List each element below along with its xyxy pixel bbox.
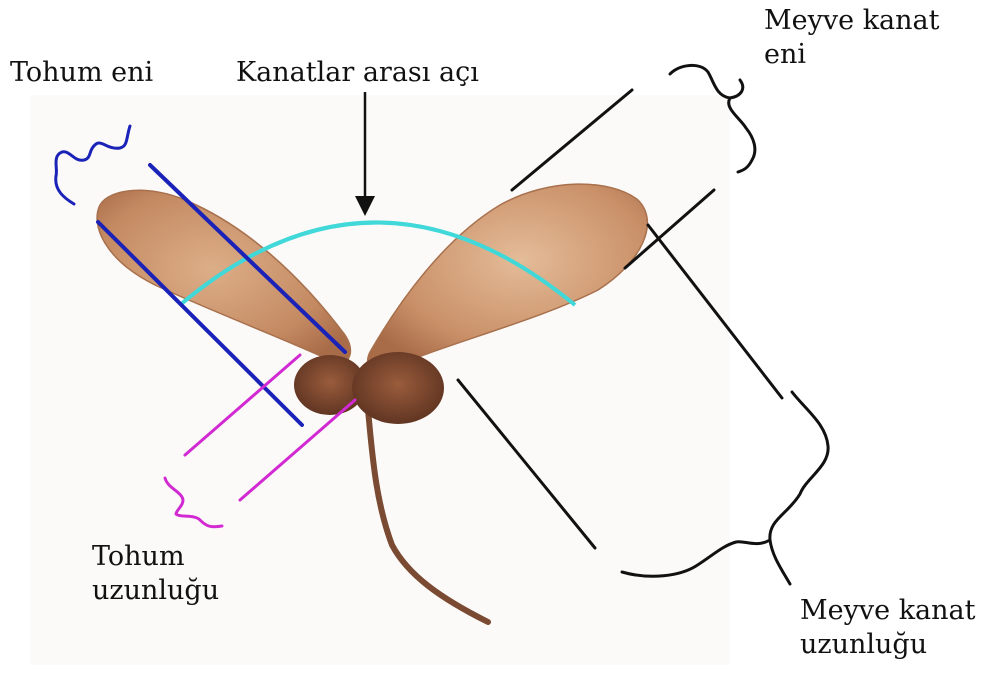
seed-length-label: Tohum uzunluğu: [92, 540, 219, 608]
seed-length-label-line-2: uzunluğu: [92, 574, 219, 608]
wing-width-label-line-2: eni: [764, 38, 940, 72]
wing-angle-label: Kanatlar arası açı: [236, 56, 479, 90]
seed-length-label-line-1: Tohum: [92, 540, 219, 574]
wing-length-label: Meyve kanat uzunluğu: [800, 594, 976, 662]
wing-width-label: Meyve kanat eni: [764, 4, 940, 72]
right-seed: [352, 352, 444, 424]
wing-width-label-line-1: Meyve kanat: [764, 4, 940, 38]
seed-width-label: Tohum eni: [10, 56, 153, 90]
wing-length-label-line-2: uzunluğu: [800, 628, 976, 662]
wing-length-label-line-1: Meyve kanat: [800, 594, 976, 628]
